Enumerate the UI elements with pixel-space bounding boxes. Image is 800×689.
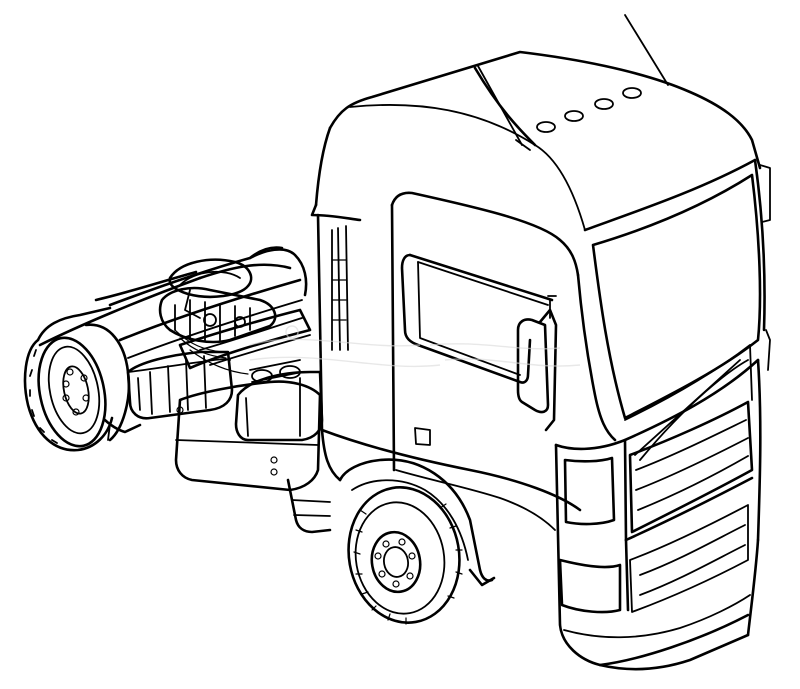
front-wheel xyxy=(338,458,496,625)
cab xyxy=(310,14,771,671)
chassis xyxy=(36,246,332,534)
rear-wheel xyxy=(23,323,131,452)
